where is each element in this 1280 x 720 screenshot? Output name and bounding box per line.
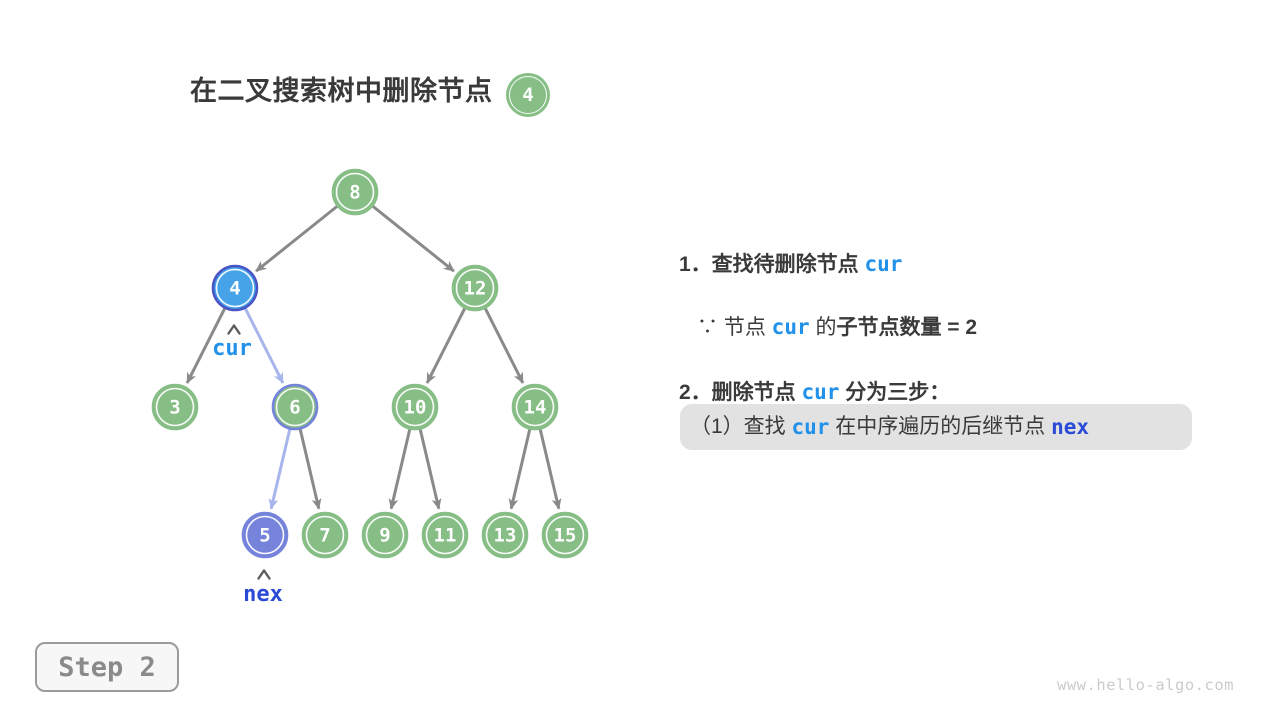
code-token-cur: cur bbox=[791, 415, 830, 439]
note-text-segment: = 2 bbox=[941, 316, 978, 339]
tree-node-11: 11 bbox=[421, 511, 469, 559]
tree-edge-6-5 bbox=[268, 429, 292, 510]
node-value: 8 bbox=[349, 182, 360, 204]
tree-edge-4-3 bbox=[185, 307, 226, 384]
tree-node-7: 7 bbox=[301, 511, 349, 559]
note-text-segment: 的 bbox=[809, 316, 837, 339]
target-value-badge: 4 bbox=[506, 73, 550, 117]
tree-edge-12-10 bbox=[425, 307, 466, 384]
note-line-4: （1）查找 cur 在中序遍历的后继节点 nex bbox=[680, 404, 1192, 450]
note-text-segment: 2．删除节点 bbox=[679, 381, 802, 404]
node-value: 9 bbox=[379, 525, 390, 547]
tree-node-14: 14 bbox=[511, 383, 559, 431]
tree-edge-12-14 bbox=[484, 307, 525, 384]
step-button: Step 2 bbox=[35, 642, 179, 692]
note-text-segment: 分为三步： bbox=[839, 381, 951, 404]
tree-node-12: 12 bbox=[451, 264, 499, 312]
note-line-1: 1．查找待删除节点 cur bbox=[679, 250, 902, 279]
tree-edge-14-13 bbox=[508, 429, 532, 510]
tree-node-6: 6 bbox=[271, 383, 319, 431]
note-text-segment: ∵ 节点 bbox=[697, 316, 772, 339]
step-button-label: Step 2 bbox=[58, 651, 156, 683]
tree-node-3: 3 bbox=[151, 383, 199, 431]
code-token-nex: nex bbox=[1051, 415, 1090, 439]
tree-edge-6-7 bbox=[298, 429, 322, 510]
code-token-cur: cur bbox=[771, 315, 810, 339]
node-value: 11 bbox=[434, 525, 457, 547]
tree-edge-8-12 bbox=[372, 205, 455, 273]
node-value: 4 bbox=[229, 278, 240, 300]
tree-edge-4-6 bbox=[244, 307, 285, 384]
tree-node-8: 8 bbox=[331, 168, 379, 216]
tree-edge-8-4 bbox=[255, 205, 338, 273]
pointer-label-cur: cur bbox=[212, 336, 252, 361]
node-value: 7 bbox=[319, 525, 330, 547]
note-line-3: 2．删除节点 cur 分为三步： bbox=[679, 378, 950, 407]
tree-edge-10-9 bbox=[388, 429, 412, 510]
figure-title: 在二叉搜索树中删除节点 bbox=[190, 76, 493, 106]
tree-node-10: 10 bbox=[391, 383, 439, 431]
note-line-2: ∵ 节点 cur 的子节点数量 = 2 bbox=[697, 313, 977, 342]
tree-node-5: 5 bbox=[241, 511, 289, 559]
node-value: 6 bbox=[289, 397, 300, 419]
note-text-segment: 在中序遍历的后继节点 bbox=[829, 415, 1052, 438]
node-value: 13 bbox=[494, 525, 517, 547]
note-text-segment: 1．查找待删除节点 bbox=[679, 253, 865, 276]
caret-up-icon bbox=[227, 324, 241, 335]
code-token-cur: cur bbox=[801, 380, 840, 404]
tree-node-9: 9 bbox=[361, 511, 409, 559]
node-value: 12 bbox=[464, 278, 487, 300]
note-text-segment: （1）查找 bbox=[690, 415, 792, 438]
tree-node-15: 15 bbox=[541, 511, 589, 559]
node-value: 3 bbox=[169, 397, 180, 419]
tree-edge-10-11 bbox=[418, 429, 442, 510]
node-value: 14 bbox=[524, 397, 547, 419]
node-value: 10 bbox=[404, 397, 427, 419]
pointer-label-nex: nex bbox=[243, 582, 283, 607]
tree-node-13: 13 bbox=[481, 511, 529, 559]
pointer-nex: nex bbox=[243, 569, 283, 607]
caret-up-icon bbox=[257, 569, 271, 580]
code-token-cur: cur bbox=[864, 252, 903, 276]
tree-node-4: 4 bbox=[211, 264, 259, 312]
tree-edge-14-15 bbox=[538, 429, 562, 510]
node-value: 5 bbox=[259, 525, 270, 547]
note-text-segment: 子节点数量 bbox=[836, 316, 942, 339]
watermark: www.hello-algo.com bbox=[1057, 676, 1234, 694]
node-value: 15 bbox=[554, 525, 577, 547]
pointer-cur: cur bbox=[212, 324, 252, 361]
